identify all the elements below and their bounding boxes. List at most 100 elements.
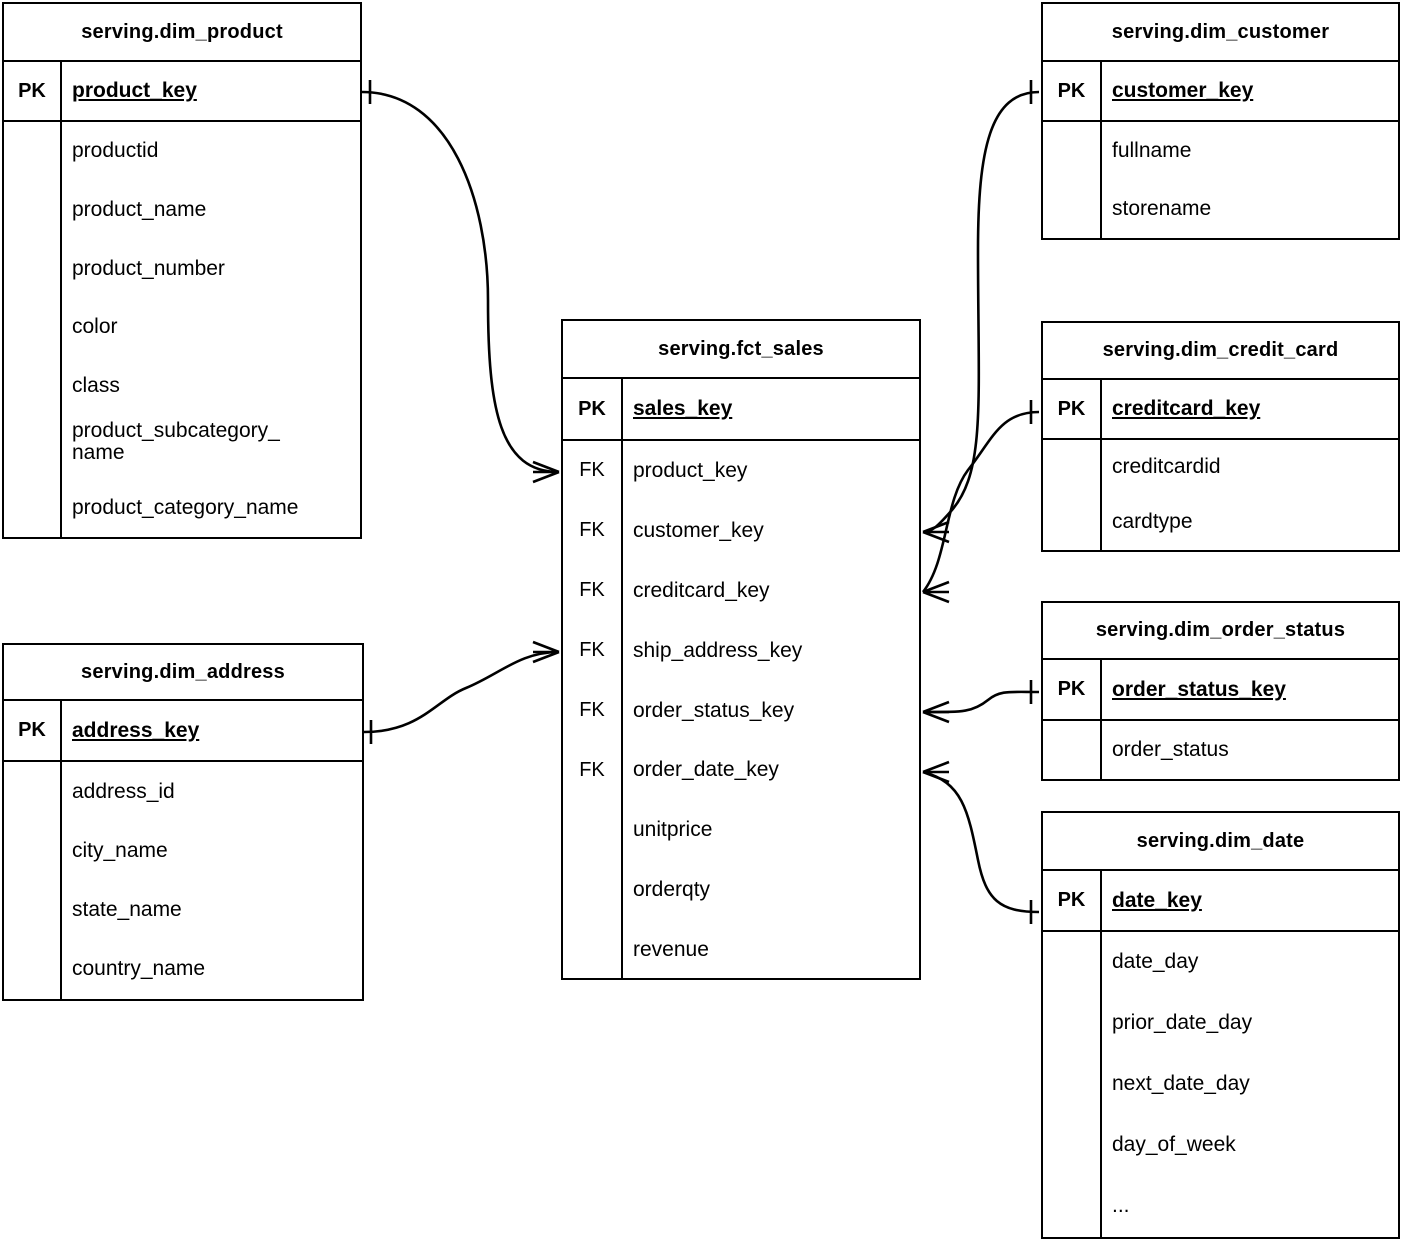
fk-row: FK order_status_key xyxy=(563,680,919,741)
entity-dim-order-status[interactable]: serving.dim_order_status PK order_status… xyxy=(1041,601,1400,781)
attribute: class xyxy=(72,374,120,398)
attribute: productid xyxy=(72,139,159,163)
entity-title-dim-date: serving.dim_date xyxy=(1043,813,1398,871)
fk-row: FK creditcard_key xyxy=(563,560,919,621)
pk-row-dim-order-status: PK order_status_key xyxy=(1043,660,1398,721)
attribute-block-dim-product: productid product_name product_number co… xyxy=(4,122,360,537)
attribute: product_category_name xyxy=(72,495,299,519)
pk-row-dim-address: PK address_key xyxy=(4,701,362,762)
pk-name-text: product_key xyxy=(72,79,197,102)
fk-badge: FK xyxy=(563,620,623,681)
fk-badge: FK xyxy=(563,500,623,561)
attribute-block-dim-address: address_id city_name state_name country_… xyxy=(4,762,362,999)
pk-name: sales_key xyxy=(623,379,919,439)
entity-dim-product[interactable]: serving.dim_product PK product_key produ… xyxy=(2,2,362,539)
pk-badge: PK xyxy=(1043,62,1102,120)
attribute: order_status xyxy=(1112,737,1229,761)
pk-name-text: date_key xyxy=(1112,888,1202,912)
attribute-block-dim-date: date_day prior_date_day next_date_day da… xyxy=(1043,932,1398,1237)
pk-row-dim-date: PK date_key xyxy=(1043,871,1398,932)
attribute-block-dim-customer: fullname storename xyxy=(1043,122,1398,238)
fk-badge: FK xyxy=(563,680,623,741)
attribute: next_date_day xyxy=(1112,1072,1250,1096)
entity-dim-address[interactable]: serving.dim_address PK address_key addre… xyxy=(2,643,364,1001)
attribute: city_name xyxy=(72,838,168,862)
pk-badge: PK xyxy=(4,701,62,760)
attribute: country_name xyxy=(72,957,206,981)
attribute: creditcardid xyxy=(1112,455,1221,479)
pk-row-dim-product: PK product_key xyxy=(4,62,360,122)
pk-badge: PK xyxy=(1043,871,1102,930)
connector-orderstatus-to-sales xyxy=(922,680,1040,724)
pk-name: order_status_key xyxy=(1102,660,1398,719)
key-gutter xyxy=(1043,721,1102,779)
pk-name-text: order_status_key xyxy=(1112,677,1286,701)
connector-address-to-sales xyxy=(363,640,560,744)
entity-title-dim-customer: serving.dim_customer xyxy=(1043,4,1398,62)
attribute-list-dim-product: productid product_name product_number co… xyxy=(62,122,360,537)
attribute: date_day xyxy=(1112,950,1199,974)
attribute-list-dim-address: address_id city_name state_name country_… xyxy=(62,762,362,999)
fk-row: FK product_key xyxy=(563,441,919,501)
connector-customer-to-sales xyxy=(922,80,1040,544)
pk-name: address_key xyxy=(62,701,362,760)
measure-name: unitprice xyxy=(633,818,713,842)
key-gutter xyxy=(563,800,623,861)
attribute: ... xyxy=(1112,1194,1130,1218)
fk-name: creditcard_key xyxy=(633,578,770,602)
entity-title-fct-sales: serving.fct_sales xyxy=(563,321,919,379)
fk-block-fct-sales: FK product_key FK customer_key FK credit… xyxy=(563,441,919,981)
pk-row-fct-sales: PK sales_key xyxy=(563,379,919,441)
key-gutter xyxy=(4,762,62,999)
pk-badge: PK xyxy=(1043,380,1102,438)
pk-badge: PK xyxy=(1043,660,1102,719)
fk-row: FK customer_key xyxy=(563,500,919,561)
attribute: fullname xyxy=(1112,138,1192,162)
entity-title-dim-address: serving.dim_address xyxy=(4,645,362,701)
measure-row: unitprice xyxy=(563,800,919,861)
fk-name: product_key xyxy=(633,458,748,482)
connector-date-to-sales xyxy=(922,760,1040,924)
entity-dim-date[interactable]: serving.dim_date PK date_key date_day pr… xyxy=(1041,811,1400,1239)
attribute: prior_date_day xyxy=(1112,1011,1253,1035)
key-gutter xyxy=(1043,122,1102,238)
attribute: storename xyxy=(1112,196,1212,220)
entity-dim-customer[interactable]: serving.dim_customer PK customer_key ful… xyxy=(1041,2,1400,240)
key-gutter xyxy=(4,122,62,537)
fk-name: order_date_key xyxy=(633,758,779,782)
attribute: product_number xyxy=(72,256,225,280)
attribute: product_name xyxy=(72,198,207,221)
pk-name-text: address_key xyxy=(72,718,200,742)
pk-badge: PK xyxy=(4,62,62,120)
pk-row-dim-credit-card: PK creditcard_key xyxy=(1043,380,1398,440)
entity-title-dim-product: serving.dim_product xyxy=(4,4,360,62)
attribute: day_of_week xyxy=(1112,1133,1236,1157)
pk-name-text: creditcard_key xyxy=(1112,397,1261,420)
key-gutter xyxy=(1043,440,1102,550)
attribute-list-dim-credit-card: creditcardid cardtype xyxy=(1102,440,1398,550)
fk-badge: FK xyxy=(563,740,623,801)
fk-name: ship_address_key xyxy=(633,638,803,662)
measure-name: revenue xyxy=(633,938,709,962)
pk-row-dim-customer: PK customer_key xyxy=(1043,62,1398,122)
entity-fct-sales[interactable]: serving.fct_sales PK sales_key FK produc… xyxy=(561,319,921,981)
entity-title-dim-credit-card: serving.dim_credit_card xyxy=(1043,323,1398,380)
attribute-block-dim-credit-card: creditcardid cardtype xyxy=(1043,440,1398,550)
attribute-list-dim-order-status: order_status xyxy=(1102,721,1398,779)
key-gutter xyxy=(1043,932,1102,1237)
measure-row: revenue xyxy=(563,920,919,981)
pk-name: creditcard_key xyxy=(1102,380,1398,438)
pk-name-text: sales_key xyxy=(633,397,733,420)
pk-name: customer_key xyxy=(1102,62,1398,120)
key-gutter xyxy=(563,860,623,921)
attribute-list-dim-date: date_day prior_date_day next_date_day da… xyxy=(1102,932,1398,1237)
measure-name: orderqty xyxy=(633,878,711,902)
fk-name: customer_key xyxy=(633,518,764,542)
key-gutter xyxy=(563,920,623,981)
entity-dim-credit-card[interactable]: serving.dim_credit_card PK creditcard_ke… xyxy=(1041,321,1400,552)
connector-product-to-sales xyxy=(361,80,560,484)
attribute: state_name xyxy=(72,898,182,922)
attribute: cardtype xyxy=(1112,510,1193,534)
fk-badge: FK xyxy=(563,560,623,621)
